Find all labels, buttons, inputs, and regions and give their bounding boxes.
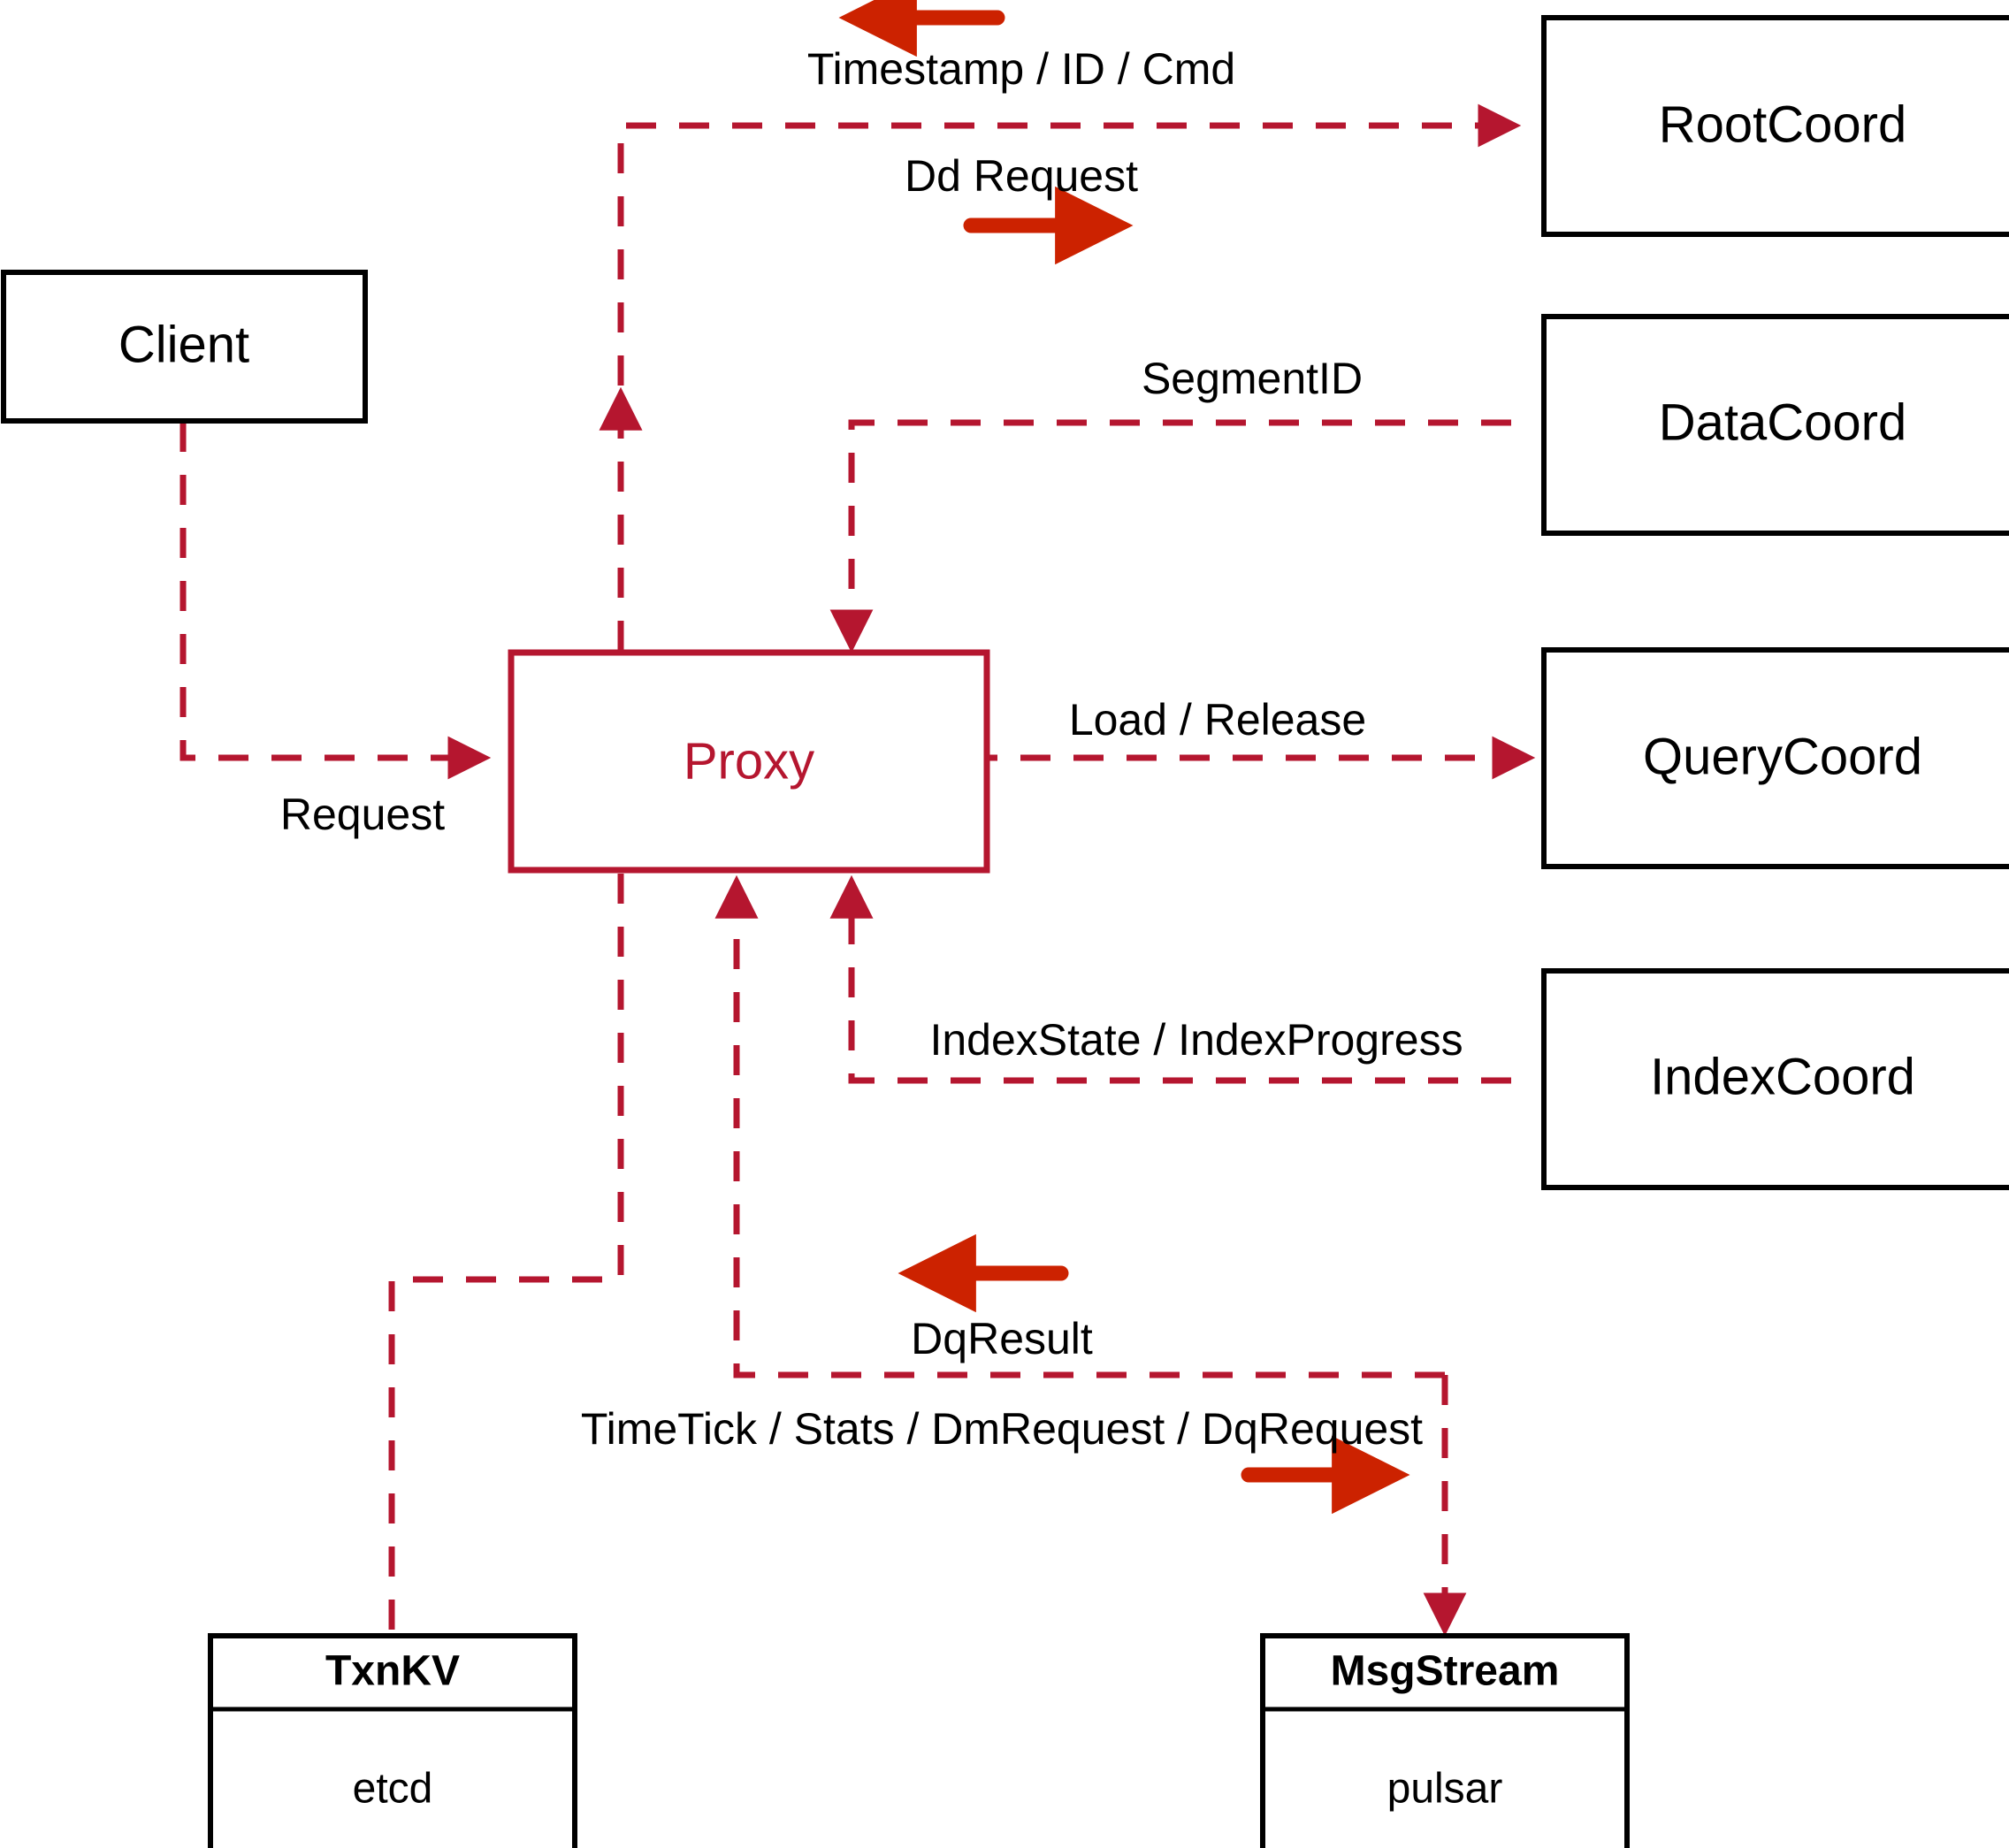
node-rootcoord-label: RootCoord bbox=[1659, 95, 1906, 153]
node-txnkv-title: TxnKV bbox=[325, 1648, 460, 1695]
node-datacoord-label: DataCoord bbox=[1659, 393, 1906, 451]
edge-label-index-state-progress: IndexState / IndexProgress bbox=[929, 1015, 1463, 1065]
edge-proxy-to-rootcoord bbox=[617, 103, 1522, 651]
node-msgstream-impl: pulsar bbox=[1387, 1766, 1503, 1813]
edge-msgstream-to-proxy bbox=[714, 874, 1445, 1378]
edge-label-timestamp-id-cmd: Timestamp / ID / Cmd bbox=[807, 44, 1235, 94]
node-indexcoord-label: IndexCoord bbox=[1650, 1048, 1915, 1105]
node-indexcoord-box[interactable] bbox=[1541, 968, 2009, 1190]
node-client-label: Client bbox=[118, 316, 249, 373]
node-msgstream-title: MsgStream bbox=[1331, 1648, 1560, 1695]
node-txnkv-box[interactable] bbox=[208, 1633, 577, 1848]
edge-indexcoord-to-proxy bbox=[829, 874, 1511, 1084]
edge-label-load-release: Load / Release bbox=[1069, 695, 1366, 745]
node-client-box[interactable] bbox=[1, 270, 368, 424]
node-proxy-label: Proxy bbox=[684, 732, 814, 790]
edge-label-dd-request: Dd Request bbox=[905, 151, 1138, 201]
edge-label-timetick-stats-dm-dq: TimeTick / Stats / DmRequest / DqRequest bbox=[581, 1404, 1423, 1454]
edge-label-request: Request bbox=[280, 790, 445, 839]
node-proxy-box[interactable] bbox=[508, 649, 990, 874]
node-txnkv-impl: etcd bbox=[353, 1766, 433, 1813]
edge-client-to-proxy bbox=[180, 422, 492, 780]
edge-datacoord-to-proxy bbox=[829, 419, 1511, 653]
node-querycoord-label: QueryCoord bbox=[1643, 728, 1922, 785]
node-datacoord-box[interactable] bbox=[1541, 314, 2009, 536]
edge-label-dq-result: DqResult bbox=[911, 1314, 1093, 1363]
node-msgstream-box[interactable] bbox=[1260, 1633, 1630, 1848]
edge-label-segment-id: SegmentID bbox=[1142, 354, 1363, 403]
node-querycoord-box[interactable] bbox=[1541, 647, 2009, 869]
edge-proxy-to-txnkv bbox=[388, 874, 624, 1634]
node-rootcoord-box[interactable] bbox=[1541, 15, 2009, 237]
